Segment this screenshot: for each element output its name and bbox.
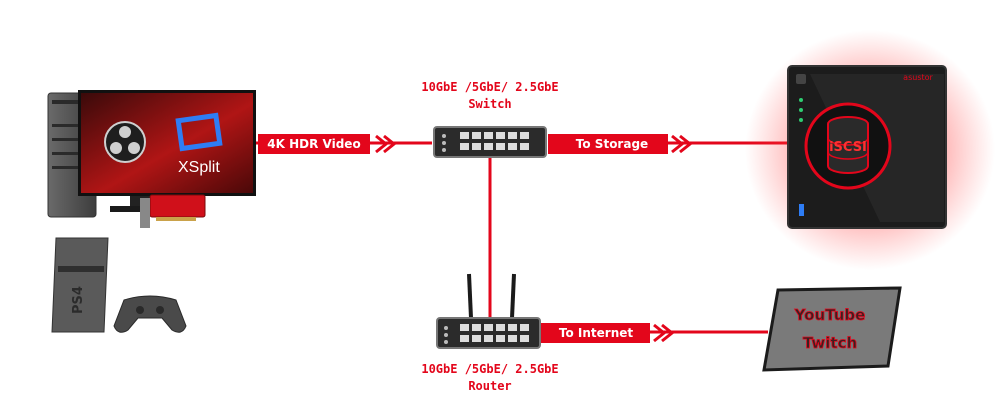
router-label-line2: Router [468,379,511,393]
router-body [436,317,541,349]
router-antenna-left [467,273,473,319]
storage-link-text: To Storage [576,137,648,151]
streaming-platforms-panel: YouTube Twitch [762,286,902,372]
switch-label-line1: 10GbE /5GbE/ 2.5GbE [421,80,558,94]
nas-device: asustor iSCSI [745,30,995,270]
chevron-right-icon [375,134,397,154]
router-label-line1: 10GbE /5GbE/ 2.5GbE [421,362,558,376]
ps4-console: PS4 [51,237,109,333]
gamepad-icon [113,295,187,333]
chevron-right-icon [671,134,693,154]
video-link-text: 4K HDR Video [267,137,360,151]
capture-card [140,194,206,228]
switch-body [433,126,547,158]
router-device: 10GbE /5GbE/ 2.5GbE Router [421,273,559,393]
switch-ports [460,132,529,150]
ps4-label: PS4 [71,286,86,314]
connection-lines [255,141,800,334]
xsplit-label: XSplit [178,159,220,176]
obs-logo-icon [104,121,146,163]
youtube-label: YouTube [794,306,866,324]
link-label-internet: To Internet [540,323,675,343]
link-label-storage: To Storage [548,134,693,154]
link-label-video: 4K HDR Video [258,134,397,154]
twitch-label: Twitch [803,334,857,352]
switch-label-line2: Switch [468,97,511,111]
nas-brand-label: asustor [903,73,933,82]
monitor: XSplit [78,90,256,212]
xsplit-logo-icon: XSplit [175,112,223,176]
switch-device: 10GbE /5GbE/ 2.5GbE Switch [421,80,559,158]
router-antenna-right [510,273,516,319]
internet-link-text: To Internet [559,326,633,340]
iscsi-database-icon: iSCSI [804,102,892,190]
iscsi-label: iSCSI [829,140,867,155]
chevron-right-icon [653,323,675,343]
